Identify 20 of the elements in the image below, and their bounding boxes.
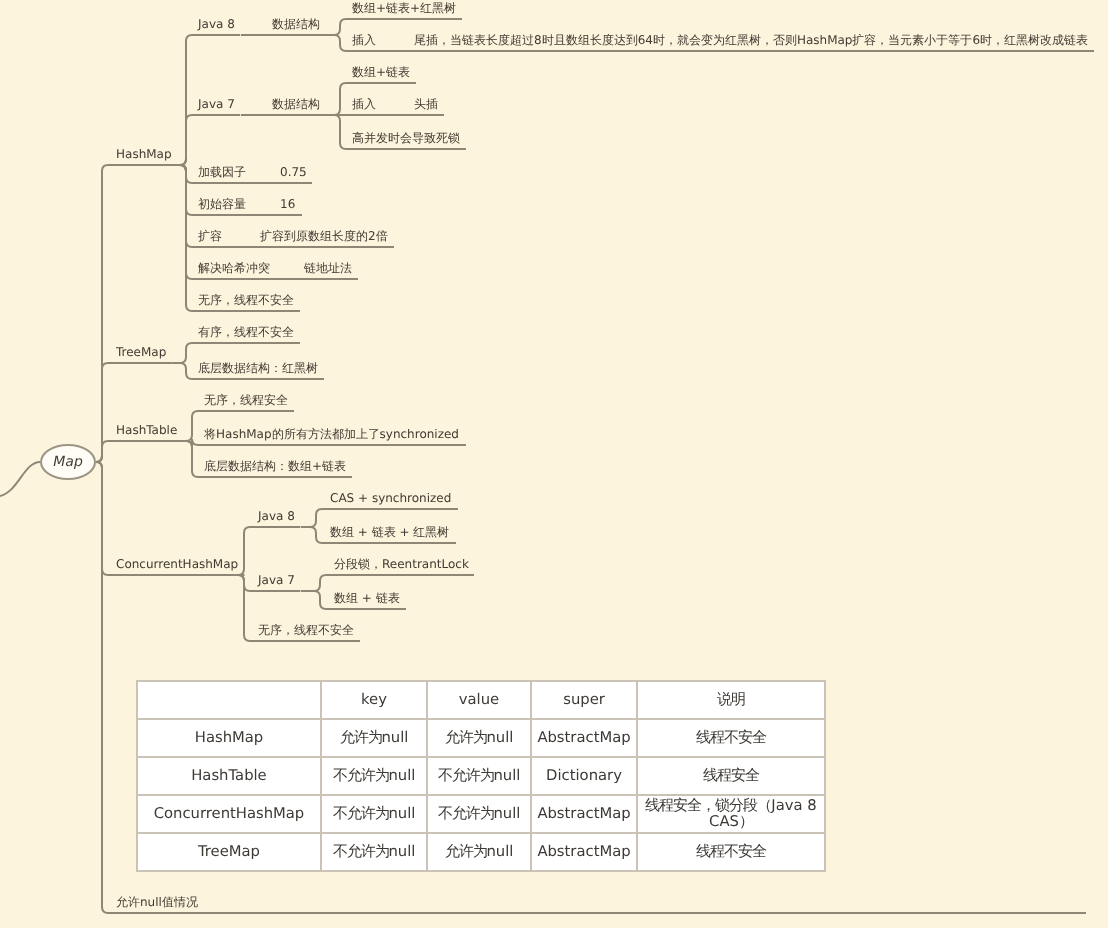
connector-line — [325, 114, 347, 150]
connector-line — [299, 590, 329, 610]
connector-line — [381, 50, 409, 52]
connector-line — [251, 182, 275, 184]
connector-line — [237, 526, 253, 576]
connector-line — [171, 362, 193, 380]
connector-line — [182, 440, 199, 478]
connector-line — [95, 440, 111, 463]
connector-line — [275, 278, 299, 280]
connector-line — [239, 114, 267, 116]
connector-line — [227, 246, 255, 248]
connector-line — [0, 461, 41, 497]
connector-line — [299, 526, 325, 544]
connector-line — [95, 461, 111, 914]
connector-line — [239, 34, 267, 36]
connector-line — [237, 574, 253, 642]
connector-line — [381, 114, 409, 116]
connector-line — [176, 164, 193, 312]
connector-line — [325, 34, 347, 52]
connector-line — [251, 214, 275, 216]
